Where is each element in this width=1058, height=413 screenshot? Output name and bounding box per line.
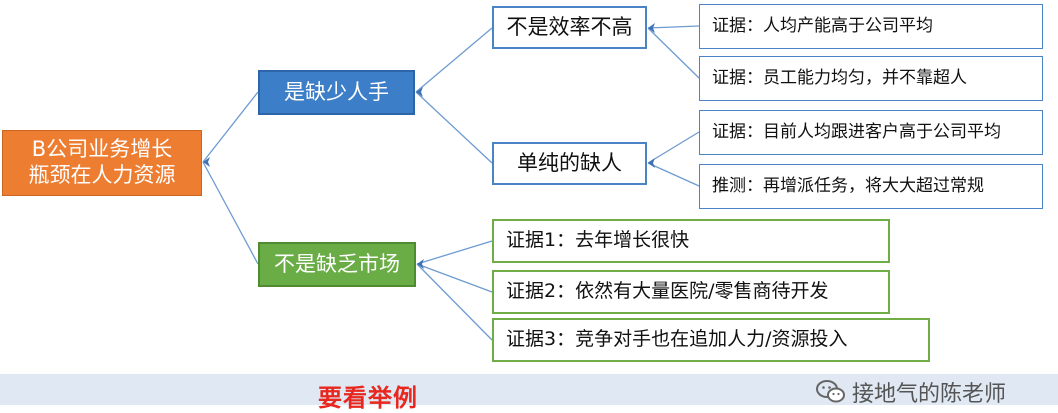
connector-line-6 bbox=[647, 131, 700, 164]
connector-line-2 bbox=[415, 27, 493, 93]
watermark-text: 接地气的陈老师 bbox=[852, 382, 1007, 407]
connector-arrow-0 bbox=[203, 157, 210, 167]
evidence-customers-per-person: 证据：目前人均跟进客户高于公司平均 bbox=[699, 110, 1043, 155]
bottom-strip bbox=[0, 374, 1058, 405]
connector-line-8 bbox=[416, 240, 493, 265]
connector-line-7 bbox=[647, 162, 700, 187]
bottom-highlight-text: 要看举例 bbox=[318, 384, 418, 412]
branch-not-lack-of-market: 不是缺乏市场 bbox=[258, 242, 416, 287]
connector-line-1 bbox=[202, 161, 259, 265]
subbranch-not-low-efficiency: 不是效率不高 bbox=[492, 6, 647, 49]
connector-line-0 bbox=[202, 91, 259, 163]
evidence-even-skills: 证据：员工能力均匀，并不靠超人 bbox=[699, 56, 1043, 101]
subbranch-simply-short-staffed: 单纯的缺人 bbox=[492, 142, 647, 185]
connector-line-10 bbox=[416, 263, 493, 341]
branch-lack-of-staff: 是缺少人手 bbox=[258, 70, 415, 115]
connector-line-3 bbox=[415, 91, 493, 164]
connector-lines bbox=[202, 23, 700, 341]
connector-line-5 bbox=[647, 27, 700, 79]
connector-arrow-1 bbox=[416, 87, 423, 97]
connector-arrow-4 bbox=[417, 259, 424, 269]
connector-arrow-3 bbox=[648, 158, 655, 168]
watermark: 接地气的陈老师 bbox=[816, 376, 1006, 408]
root-node: B公司业务增长 瓶颈在人力资源 bbox=[2, 130, 202, 196]
evidence-untapped-customers: 证据2：依然有大量医院/零售商待开发 bbox=[492, 270, 890, 314]
connector-arrow-2 bbox=[648, 23, 655, 33]
connector-line-9 bbox=[416, 263, 493, 293]
wechat-icon bbox=[816, 380, 845, 403]
evidence-fast-growth: 证据1：去年增长很快 bbox=[492, 219, 890, 263]
evidence-competitor-investment: 证据3：竞争对手也在追加人力/资源投入 bbox=[492, 318, 930, 362]
connector-line-4 bbox=[647, 25, 700, 29]
inference-more-tasks: 推测：再增派任务，将大大超过常规 bbox=[699, 164, 1043, 209]
evidence-per-capita-output: 证据：人均产能高于公司平均 bbox=[699, 4, 1043, 49]
